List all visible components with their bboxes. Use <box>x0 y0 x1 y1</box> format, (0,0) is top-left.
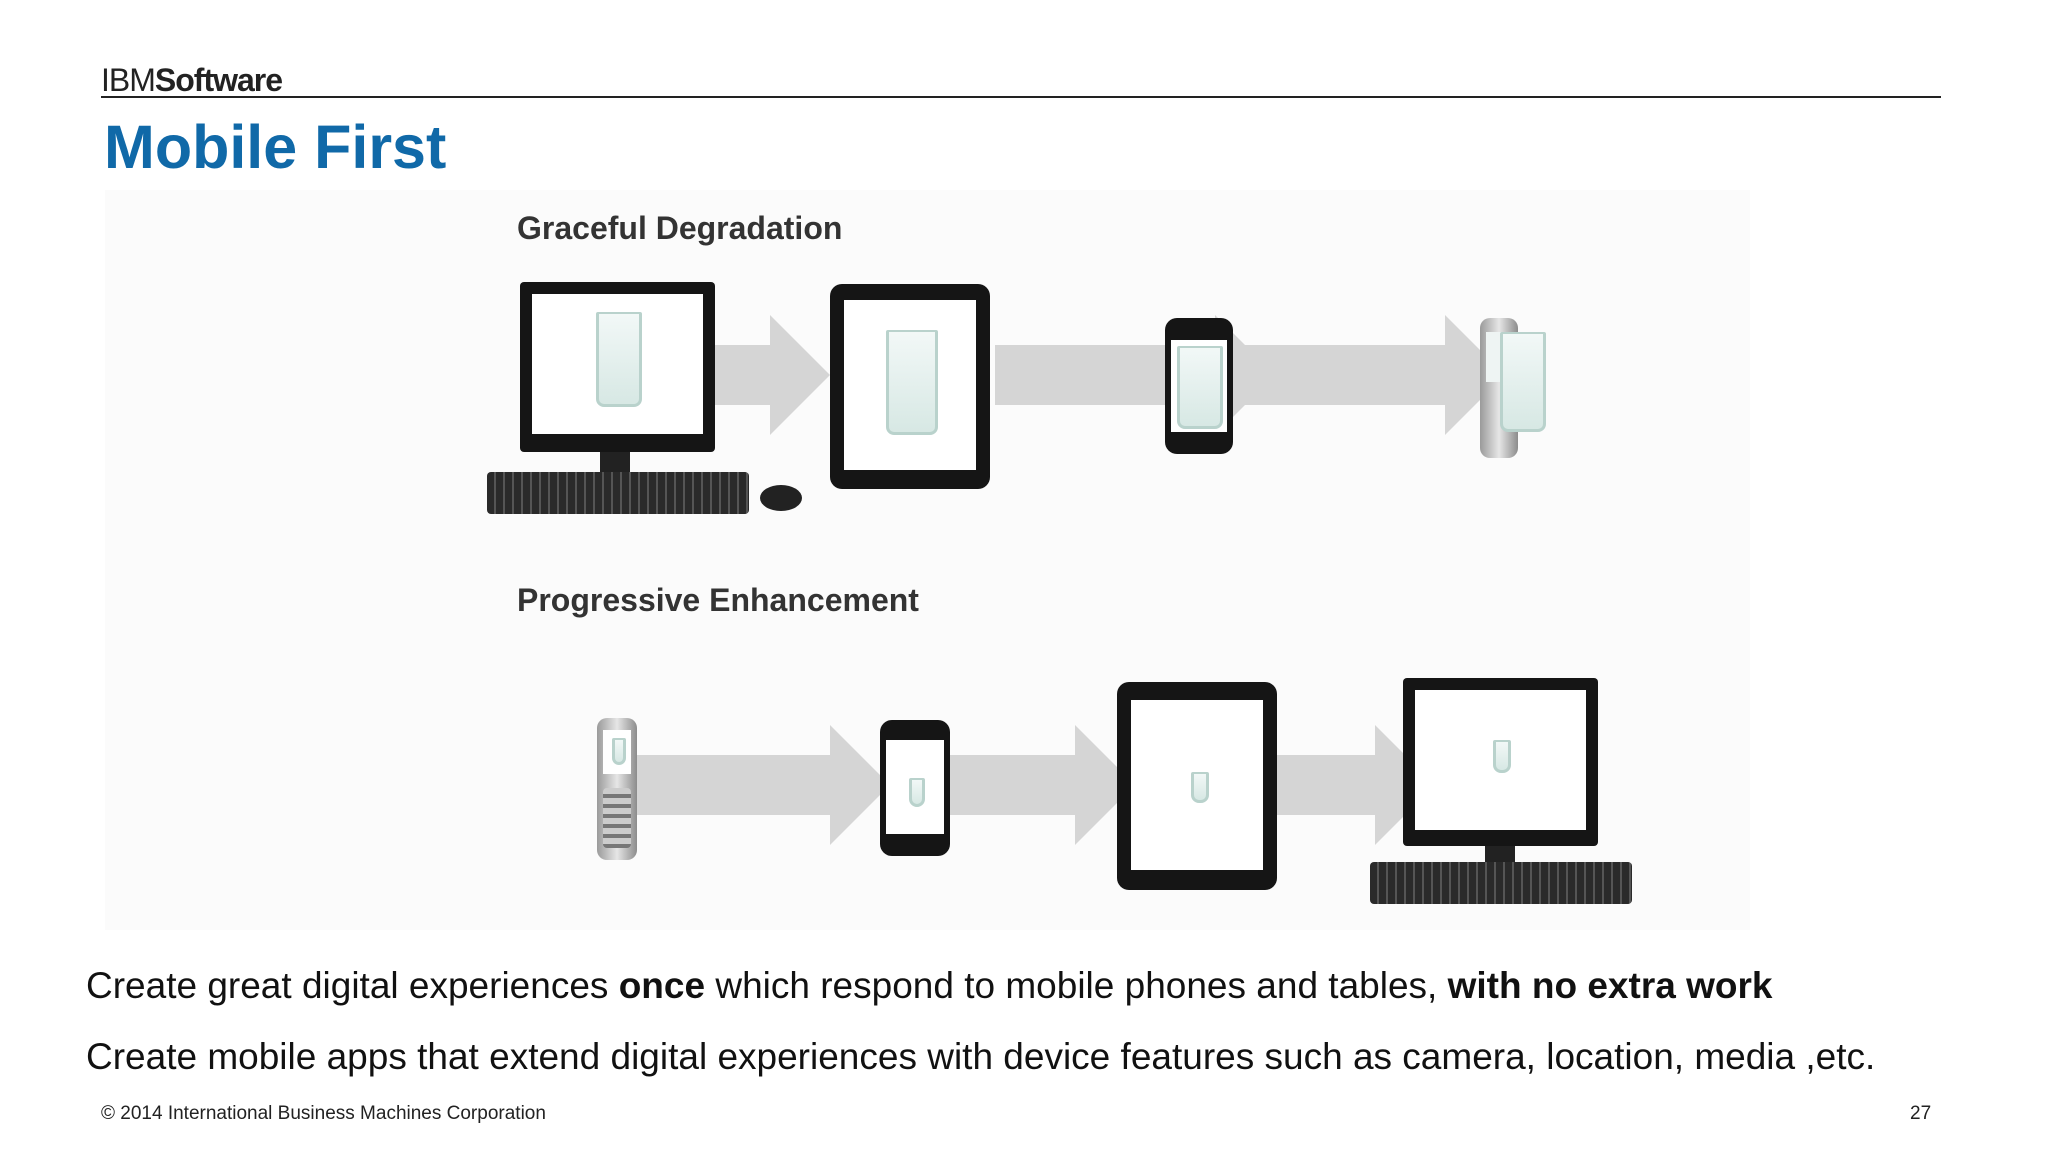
graceful-degradation-label: Graceful Degradation <box>517 210 843 246</box>
body-line-1-text: which respond to mobile phones and table… <box>705 965 1448 1006</box>
arrow-right-icon <box>1235 315 1505 435</box>
slide-title: Mobile First <box>104 113 447 181</box>
arrow-right-icon <box>635 725 890 845</box>
arrow-right-icon <box>995 315 1275 435</box>
arrow-right-icon <box>945 725 1135 845</box>
desktop-monitor-icon <box>520 282 715 452</box>
tablet-icon <box>830 284 990 489</box>
mouse-icon <box>760 485 802 511</box>
flip-phone-icon <box>597 718 637 860</box>
glass-icon <box>886 330 938 435</box>
ibm-software-logo: IBMSoftware <box>101 62 283 99</box>
glass-icon <box>612 738 626 765</box>
body-line-1-emphasis: with no extra work <box>1447 965 1773 1006</box>
glass-icon <box>909 778 925 807</box>
footer-copyright: © 2014 International Business Machines C… <box>101 1103 546 1124</box>
brand-ibm: IBM <box>101 62 156 98</box>
keyboard-icon <box>1370 862 1632 904</box>
header-divider <box>101 96 1941 98</box>
tablet-icon <box>1117 682 1277 890</box>
progressive-enhancement-label: Progressive Enhancement <box>517 582 919 618</box>
glass-icon <box>1177 346 1223 429</box>
brand-software: Software <box>154 62 283 98</box>
glass-icon <box>1500 332 1546 432</box>
monitor-stand <box>1485 846 1515 866</box>
arrow-right-icon <box>710 315 830 435</box>
desktop-monitor-icon <box>1403 678 1598 846</box>
smartphone-icon <box>1165 318 1233 454</box>
glass-icon <box>1191 772 1209 803</box>
body-line-1-emphasis: once <box>618 965 706 1006</box>
body-line-1: Create great digital experiences once wh… <box>86 965 1772 1007</box>
smartphone-icon <box>880 720 950 856</box>
body-line-2: Create mobile apps that extend digital e… <box>86 1036 1876 1077</box>
body-line-1-text: Create great digital experiences <box>86 965 619 1006</box>
page-number: 27 <box>1910 1103 1932 1124</box>
mobile-first-figure: Graceful Degradation Progressive Enhance… <box>105 190 1750 930</box>
glass-icon <box>1493 740 1511 773</box>
arrow-right-icon <box>1275 725 1435 845</box>
keyboard-icon <box>487 472 749 514</box>
glass-icon <box>596 312 642 407</box>
